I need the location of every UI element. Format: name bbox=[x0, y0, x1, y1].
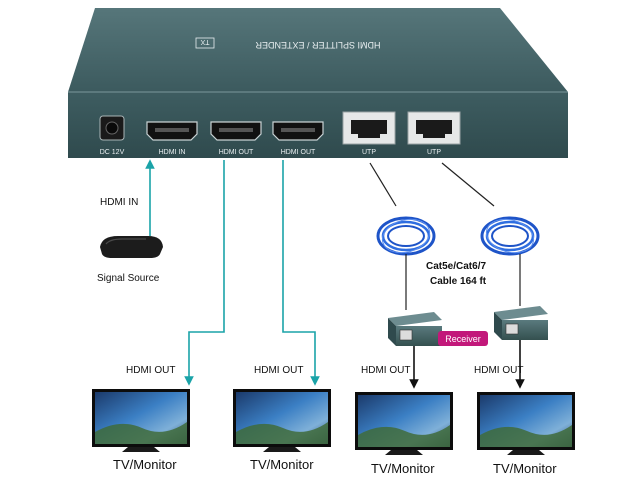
hdmi-in-port-label: HDMI IN bbox=[159, 149, 186, 156]
tv-label-1: TV/Monitor bbox=[113, 457, 177, 472]
utp-1-link bbox=[369, 162, 397, 207]
utp-port-2-label: UTP bbox=[427, 149, 441, 156]
utp-port-2-socket bbox=[416, 120, 452, 138]
tv-monitor-4 bbox=[477, 392, 575, 455]
utp-port-1-socket bbox=[351, 120, 387, 138]
tv-label-4: TV/Monitor bbox=[493, 461, 557, 476]
device-top-label: HDMI SPLITTER / EXTENDER bbox=[255, 40, 381, 50]
hdmi-in-label: HDMI IN bbox=[100, 197, 138, 208]
network-cable-coil-2 bbox=[480, 216, 540, 256]
hdmi-out-label-1: HDMI OUT bbox=[126, 365, 175, 376]
tx-badge: TX bbox=[200, 38, 209, 45]
signal-source-box bbox=[100, 236, 163, 258]
dc-port-pin bbox=[105, 121, 119, 135]
signal-source-shine bbox=[105, 238, 146, 245]
utp-2-link bbox=[441, 162, 495, 207]
hdmi-out-port-2-contacts bbox=[281, 128, 315, 132]
hdmi-out-1-line bbox=[184, 160, 225, 386]
signal-source: HDMI IN Signal Source bbox=[97, 159, 163, 284]
utp-port-1-label: UTP bbox=[362, 149, 376, 156]
hdmi-out-label-3: HDMI OUT bbox=[361, 365, 410, 376]
dc-port-label: DC 12V bbox=[100, 149, 125, 156]
tv-monitor-3 bbox=[355, 392, 453, 455]
hdmi-out-label-4: HDMI OUT bbox=[474, 365, 523, 376]
device-top-face bbox=[68, 8, 568, 92]
network-cable-coil-1 bbox=[376, 216, 436, 256]
receiver-badge bbox=[438, 331, 488, 346]
receiver-badge-label: Receiver bbox=[445, 334, 481, 344]
splitter-extender-device: HDMI SPLITTER / EXTENDER TX DC 12V HDMI … bbox=[68, 8, 568, 158]
receiver-device-2 bbox=[494, 306, 548, 340]
tx-badge-box bbox=[195, 37, 215, 49]
tv-label-3: TV/Monitor bbox=[371, 461, 435, 476]
hdmi-out-label-2: HDMI OUT bbox=[254, 365, 303, 376]
cable-spec-line-1: Cat5e/Cat6/7 bbox=[426, 261, 486, 272]
tv-monitor-2 bbox=[233, 389, 331, 452]
cable-spec-line-2: Cable 164 ft bbox=[430, 276, 487, 287]
receiver-device-1 bbox=[388, 312, 442, 346]
hdmi-out-2-line bbox=[282, 160, 320, 386]
hdmi-out-port-1-label: HDMI OUT bbox=[219, 149, 254, 156]
hdmi-in-port-contacts bbox=[155, 128, 189, 132]
hdmi-out-port-2-label: HDMI OUT bbox=[281, 149, 316, 156]
tv-monitor-1 bbox=[92, 389, 190, 452]
signal-source-label: Signal Source bbox=[97, 273, 160, 284]
tv-label-2: TV/Monitor bbox=[250, 457, 314, 472]
hdmi-out-port-1-contacts bbox=[219, 128, 253, 132]
